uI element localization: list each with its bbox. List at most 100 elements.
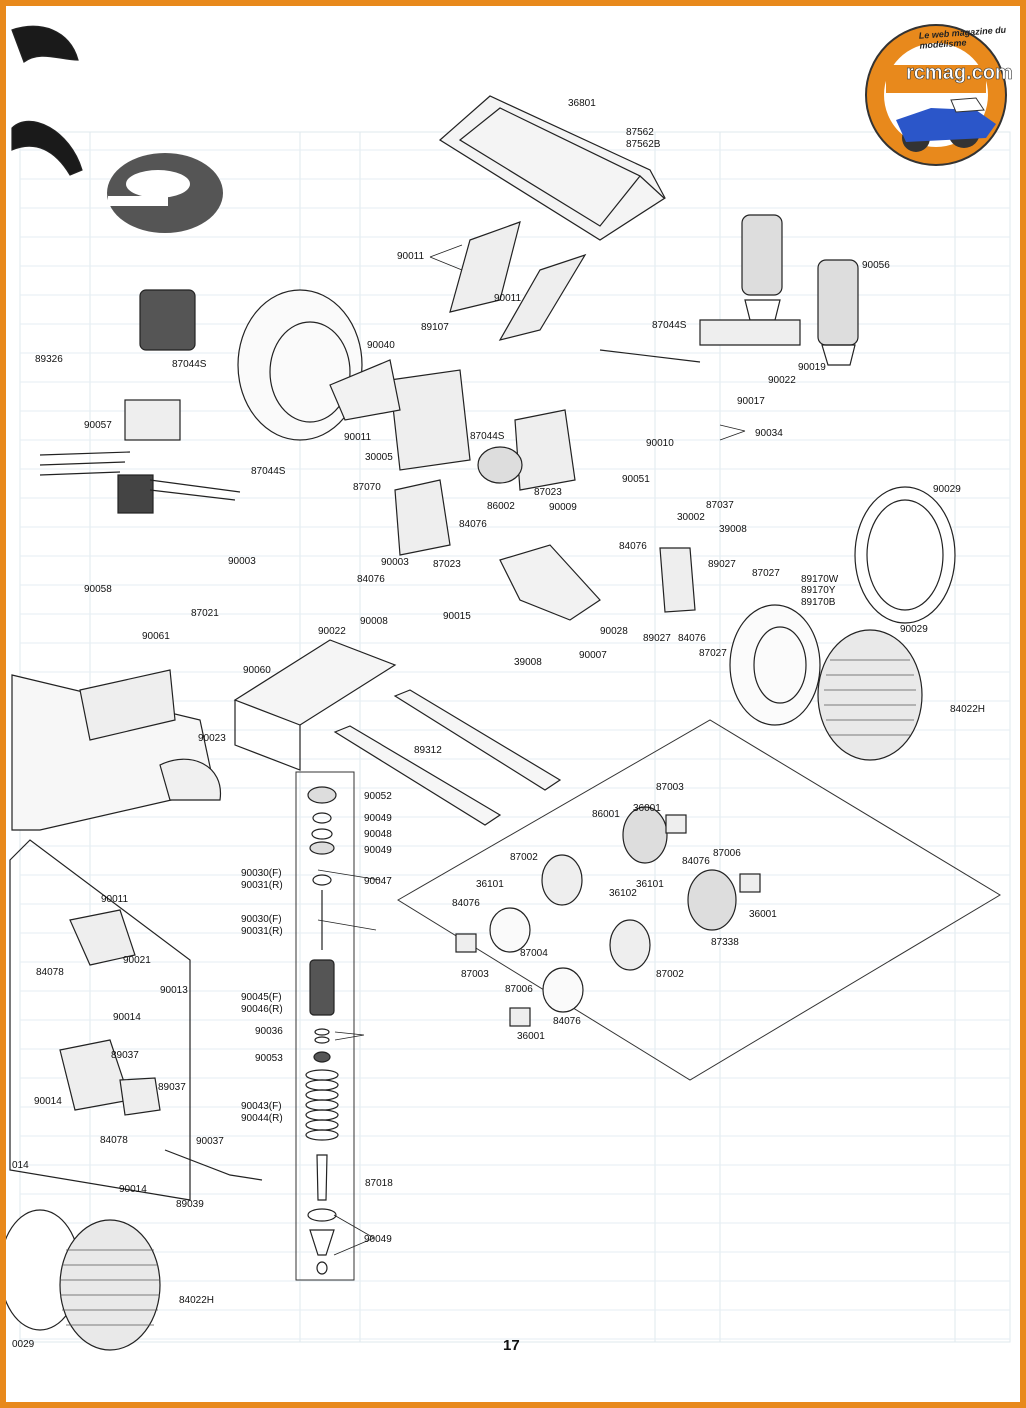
part-label-90031-r-: 90031(R)	[241, 880, 283, 891]
part-label-90011: 90011	[397, 251, 425, 262]
part-label-90043-f-: 90043(F)	[241, 1101, 282, 1112]
shock-spring	[305, 1069, 339, 1141]
part-label-87044s: 87044S	[652, 320, 687, 331]
part-label-90051: 90051	[622, 474, 650, 485]
diff-outdrive-left	[455, 933, 477, 953]
part-label-90007: 90007	[579, 650, 607, 661]
part-label-89326: 89326	[35, 354, 63, 365]
part-label-36801: 36801	[568, 98, 596, 109]
part-label-90022: 90022	[318, 626, 346, 637]
part-label-90056: 90056	[862, 260, 890, 271]
part-label-87562: 87562	[626, 127, 654, 138]
rear-hub-carrier	[659, 547, 696, 613]
part-label-90029: 90029	[900, 624, 928, 635]
esc-wires	[39, 451, 241, 501]
part-label-84076: 84076	[459, 519, 487, 530]
part-label-89037: 89037	[158, 1082, 186, 1093]
rear-gearbox	[394, 479, 451, 556]
part-label-90030-f-: 90030(F)	[241, 914, 282, 925]
part-label-84022h: 84022H	[950, 704, 986, 715]
part-label-90011: 90011	[494, 293, 522, 304]
part-label-90053: 90053	[255, 1053, 283, 1064]
part-label-90003: 90003	[228, 556, 256, 567]
part-label-89107: 89107	[421, 322, 449, 333]
front-wheel	[59, 1219, 161, 1351]
part-label-84078: 84078	[100, 1135, 128, 1146]
part-label-87027: 87027	[699, 648, 727, 659]
part-label-90058: 90058	[84, 584, 112, 595]
part-label-39008: 39008	[719, 524, 747, 535]
part-label-87023: 87023	[534, 487, 562, 498]
part-label-014: 014	[12, 1160, 29, 1171]
part-label-90008: 90008	[360, 616, 388, 627]
part-label-90057: 90057	[84, 420, 112, 431]
front-steering-block	[69, 909, 136, 966]
part-label-86001: 86001	[592, 809, 620, 820]
part-label-90044-r-: 90044(R)	[241, 1113, 283, 1124]
part-label-87338: 87338	[711, 937, 739, 948]
part-label-90061: 90061	[142, 631, 170, 642]
part-label-90022: 90022	[768, 375, 796, 386]
part-label-90014: 90014	[34, 1096, 62, 1107]
part-label-90014: 90014	[119, 1184, 147, 1195]
part-label-89170y: 89170Y	[801, 585, 836, 596]
page-number: 17	[503, 1337, 520, 1354]
part-label-90045-f-: 90045(F)	[241, 992, 282, 1003]
part-label-89027: 89027	[708, 559, 736, 570]
part-label-36001: 36001	[749, 909, 777, 920]
diff-case-right	[609, 919, 651, 971]
part-label-36101: 36101	[476, 879, 504, 890]
part-label-90049: 90049	[364, 1234, 392, 1245]
rear-shock-tower	[699, 319, 801, 346]
part-label-39008: 39008	[514, 657, 542, 668]
part-label-90049: 90049	[364, 845, 392, 856]
part-label-89170b: 89170B	[801, 597, 836, 608]
part-label-90021: 90021	[123, 955, 151, 966]
part-label-87037: 87037	[706, 500, 734, 511]
front-bumper	[159, 758, 222, 801]
body-shell-curve	[11, 120, 83, 176]
part-label-90049: 90049	[364, 813, 392, 824]
part-label-36102: 36102	[609, 888, 637, 899]
battery-tray	[233, 639, 397, 726]
rcmag-logo	[865, 24, 1007, 166]
part-label-90014: 90014	[113, 1012, 141, 1023]
part-label-87006: 87006	[713, 848, 741, 859]
part-label-87002: 87002	[510, 852, 538, 863]
part-label-89039: 89039	[176, 1199, 204, 1210]
part-label-90052: 90052	[364, 791, 392, 802]
rear-shock-left	[741, 214, 783, 296]
part-label-87044s: 87044S	[470, 431, 505, 442]
part-label-90029: 90029	[933, 484, 961, 495]
radio-tray	[79, 669, 176, 741]
part-label-90060: 90060	[243, 665, 271, 676]
part-label-87070: 87070	[353, 482, 381, 493]
rear-tyre-right	[817, 629, 923, 761]
part-label-90034: 90034	[755, 428, 783, 439]
front-subassembly-box	[9, 839, 191, 1201]
part-label-90048: 90048	[364, 829, 392, 840]
rear-upper-rod	[599, 349, 701, 363]
part-label-90003: 90003	[381, 557, 409, 568]
part-label-84076: 84076	[682, 856, 710, 867]
part-label-90030-f-: 90030(F)	[241, 868, 282, 879]
part-label-87003: 87003	[656, 782, 684, 793]
shock-exploded-box	[295, 771, 355, 1281]
part-label-84076: 84076	[357, 574, 385, 585]
rear-chassis-plate	[389, 369, 471, 471]
body-shell-fragment	[11, 25, 79, 63]
part-label-84022h: 84022H	[179, 1295, 215, 1306]
diff-outdrive-side	[739, 873, 761, 893]
part-label-90015: 90015	[443, 611, 471, 622]
rear-wheel	[237, 289, 363, 441]
diff-case-left	[541, 854, 583, 906]
part-label-86002: 86002	[487, 501, 515, 512]
diff-outdrive-right	[509, 1007, 531, 1027]
part-label-90040: 90040	[367, 340, 395, 351]
part-label-87021: 87021	[191, 608, 219, 619]
part-label-87023: 87023	[433, 559, 461, 570]
part-label-90046-r-: 90046(R)	[241, 1004, 283, 1015]
logo-wordmark: rcmag.com	[906, 62, 1013, 85]
diff-gear-center	[687, 869, 737, 931]
part-label-36101: 36101	[636, 879, 664, 890]
